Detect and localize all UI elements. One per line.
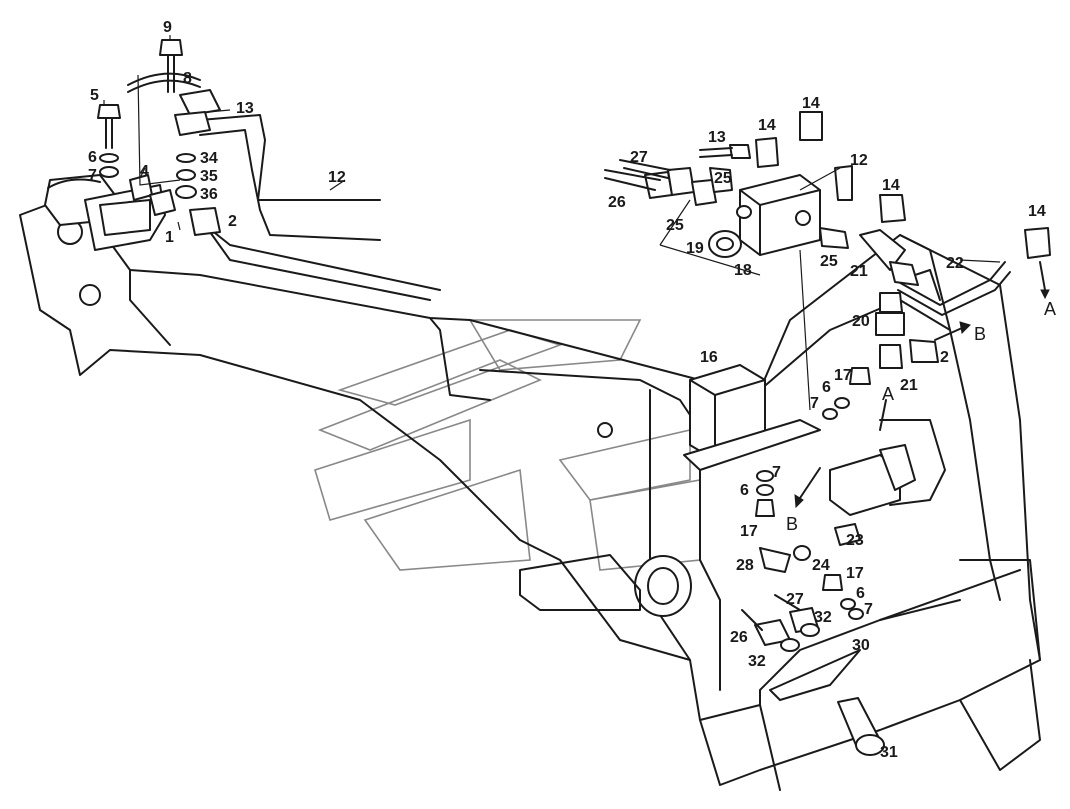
callout-30: 30 xyxy=(852,637,870,654)
callout-12-left: 12 xyxy=(328,169,346,186)
callout-24: 24 xyxy=(812,557,830,574)
callout-32-a: 32 xyxy=(814,609,832,626)
callout-7-left: 7 xyxy=(88,167,97,184)
arrow-label-a-right: A xyxy=(1044,299,1056,319)
watermark-logo xyxy=(314,319,701,571)
callout-13: 13 xyxy=(236,100,254,117)
callout-6-c: 6 xyxy=(856,585,865,602)
direction-arrows xyxy=(794,261,1050,509)
callout-22: 22 xyxy=(946,255,964,272)
sensor-31 xyxy=(741,594,885,756)
callout-20: 20 xyxy=(852,313,870,330)
callout-19: 19 xyxy=(686,240,704,257)
callout-25-c: 25 xyxy=(820,253,838,270)
switch-assembly xyxy=(759,444,916,573)
callout-8: 8 xyxy=(183,70,192,87)
callout-18: 18 xyxy=(734,262,752,279)
callout-4: 4 xyxy=(140,163,149,180)
callout-14-d: 14 xyxy=(1028,203,1046,220)
arrow-label-b-right: B xyxy=(974,324,986,344)
bolt-5 xyxy=(97,104,121,149)
callout-5: 5 xyxy=(90,87,99,104)
callout-7-c: 7 xyxy=(864,601,873,618)
callout-26-top: 26 xyxy=(608,194,626,211)
callout-14-c: 14 xyxy=(882,177,900,194)
callout-7-a: 7 xyxy=(810,395,819,412)
fittings-25 xyxy=(604,159,733,206)
callout-36: 36 xyxy=(200,186,218,203)
callout-28: 28 xyxy=(736,557,754,574)
callout-32-b: 32 xyxy=(748,653,766,670)
callout-2-right: 2 xyxy=(940,349,949,366)
valve-block-18 xyxy=(708,174,821,258)
callout-17-b: 17 xyxy=(740,523,758,540)
left-bracket xyxy=(44,174,176,251)
callout-17-a: 17 xyxy=(834,367,852,384)
callout-23: 23 xyxy=(846,532,864,549)
callout-17-c: 17 xyxy=(846,565,864,582)
leader-lines xyxy=(103,35,1001,411)
hardware-17-6-7 xyxy=(755,367,871,620)
callout-26-bottom: 26 xyxy=(730,629,748,646)
pipe-22 xyxy=(819,227,1011,369)
loader-boom xyxy=(19,199,1041,791)
callout-25-b: 25 xyxy=(666,217,684,234)
callout-27-bottom: 27 xyxy=(786,591,804,608)
bolt-9 xyxy=(159,39,183,93)
arrow-label-a-middle: A xyxy=(882,384,894,404)
callout-6-left: 6 xyxy=(88,149,97,166)
callout-34: 34 xyxy=(200,150,218,167)
callout-2-left: 2 xyxy=(228,213,237,230)
callout-6-b: 6 xyxy=(740,482,749,499)
callout-31: 31 xyxy=(880,744,898,761)
callout-27-top: 27 xyxy=(630,149,648,166)
callout-6-a: 6 xyxy=(822,379,831,396)
callout-1: 1 xyxy=(165,229,174,246)
callout-14-b: 14 xyxy=(802,95,820,112)
plugs-14 xyxy=(699,111,1051,259)
callout-labels: 9 8 5 13 6 7 4 34 35 36 12 1 2 14 14 14 … xyxy=(88,19,1056,761)
callout-16: 16 xyxy=(700,349,718,366)
callout-14-a: 14 xyxy=(758,117,776,134)
washers-left xyxy=(99,153,197,199)
arrow-label-b-middle: B xyxy=(786,514,798,534)
callout-25-a: 25 xyxy=(714,170,732,187)
callout-7-b: 7 xyxy=(772,464,781,481)
bracket-16 xyxy=(683,364,821,471)
callout-35: 35 xyxy=(200,168,218,185)
clamp-arcs xyxy=(47,72,201,189)
callout-9: 9 xyxy=(163,19,172,36)
callout-12-right: 12 xyxy=(850,152,868,169)
callout-21-a: 21 xyxy=(850,263,868,280)
callout-13-right: 13 xyxy=(708,129,726,146)
hydraulic-pipes-left xyxy=(174,89,441,301)
callout-21-b: 21 xyxy=(900,377,918,394)
